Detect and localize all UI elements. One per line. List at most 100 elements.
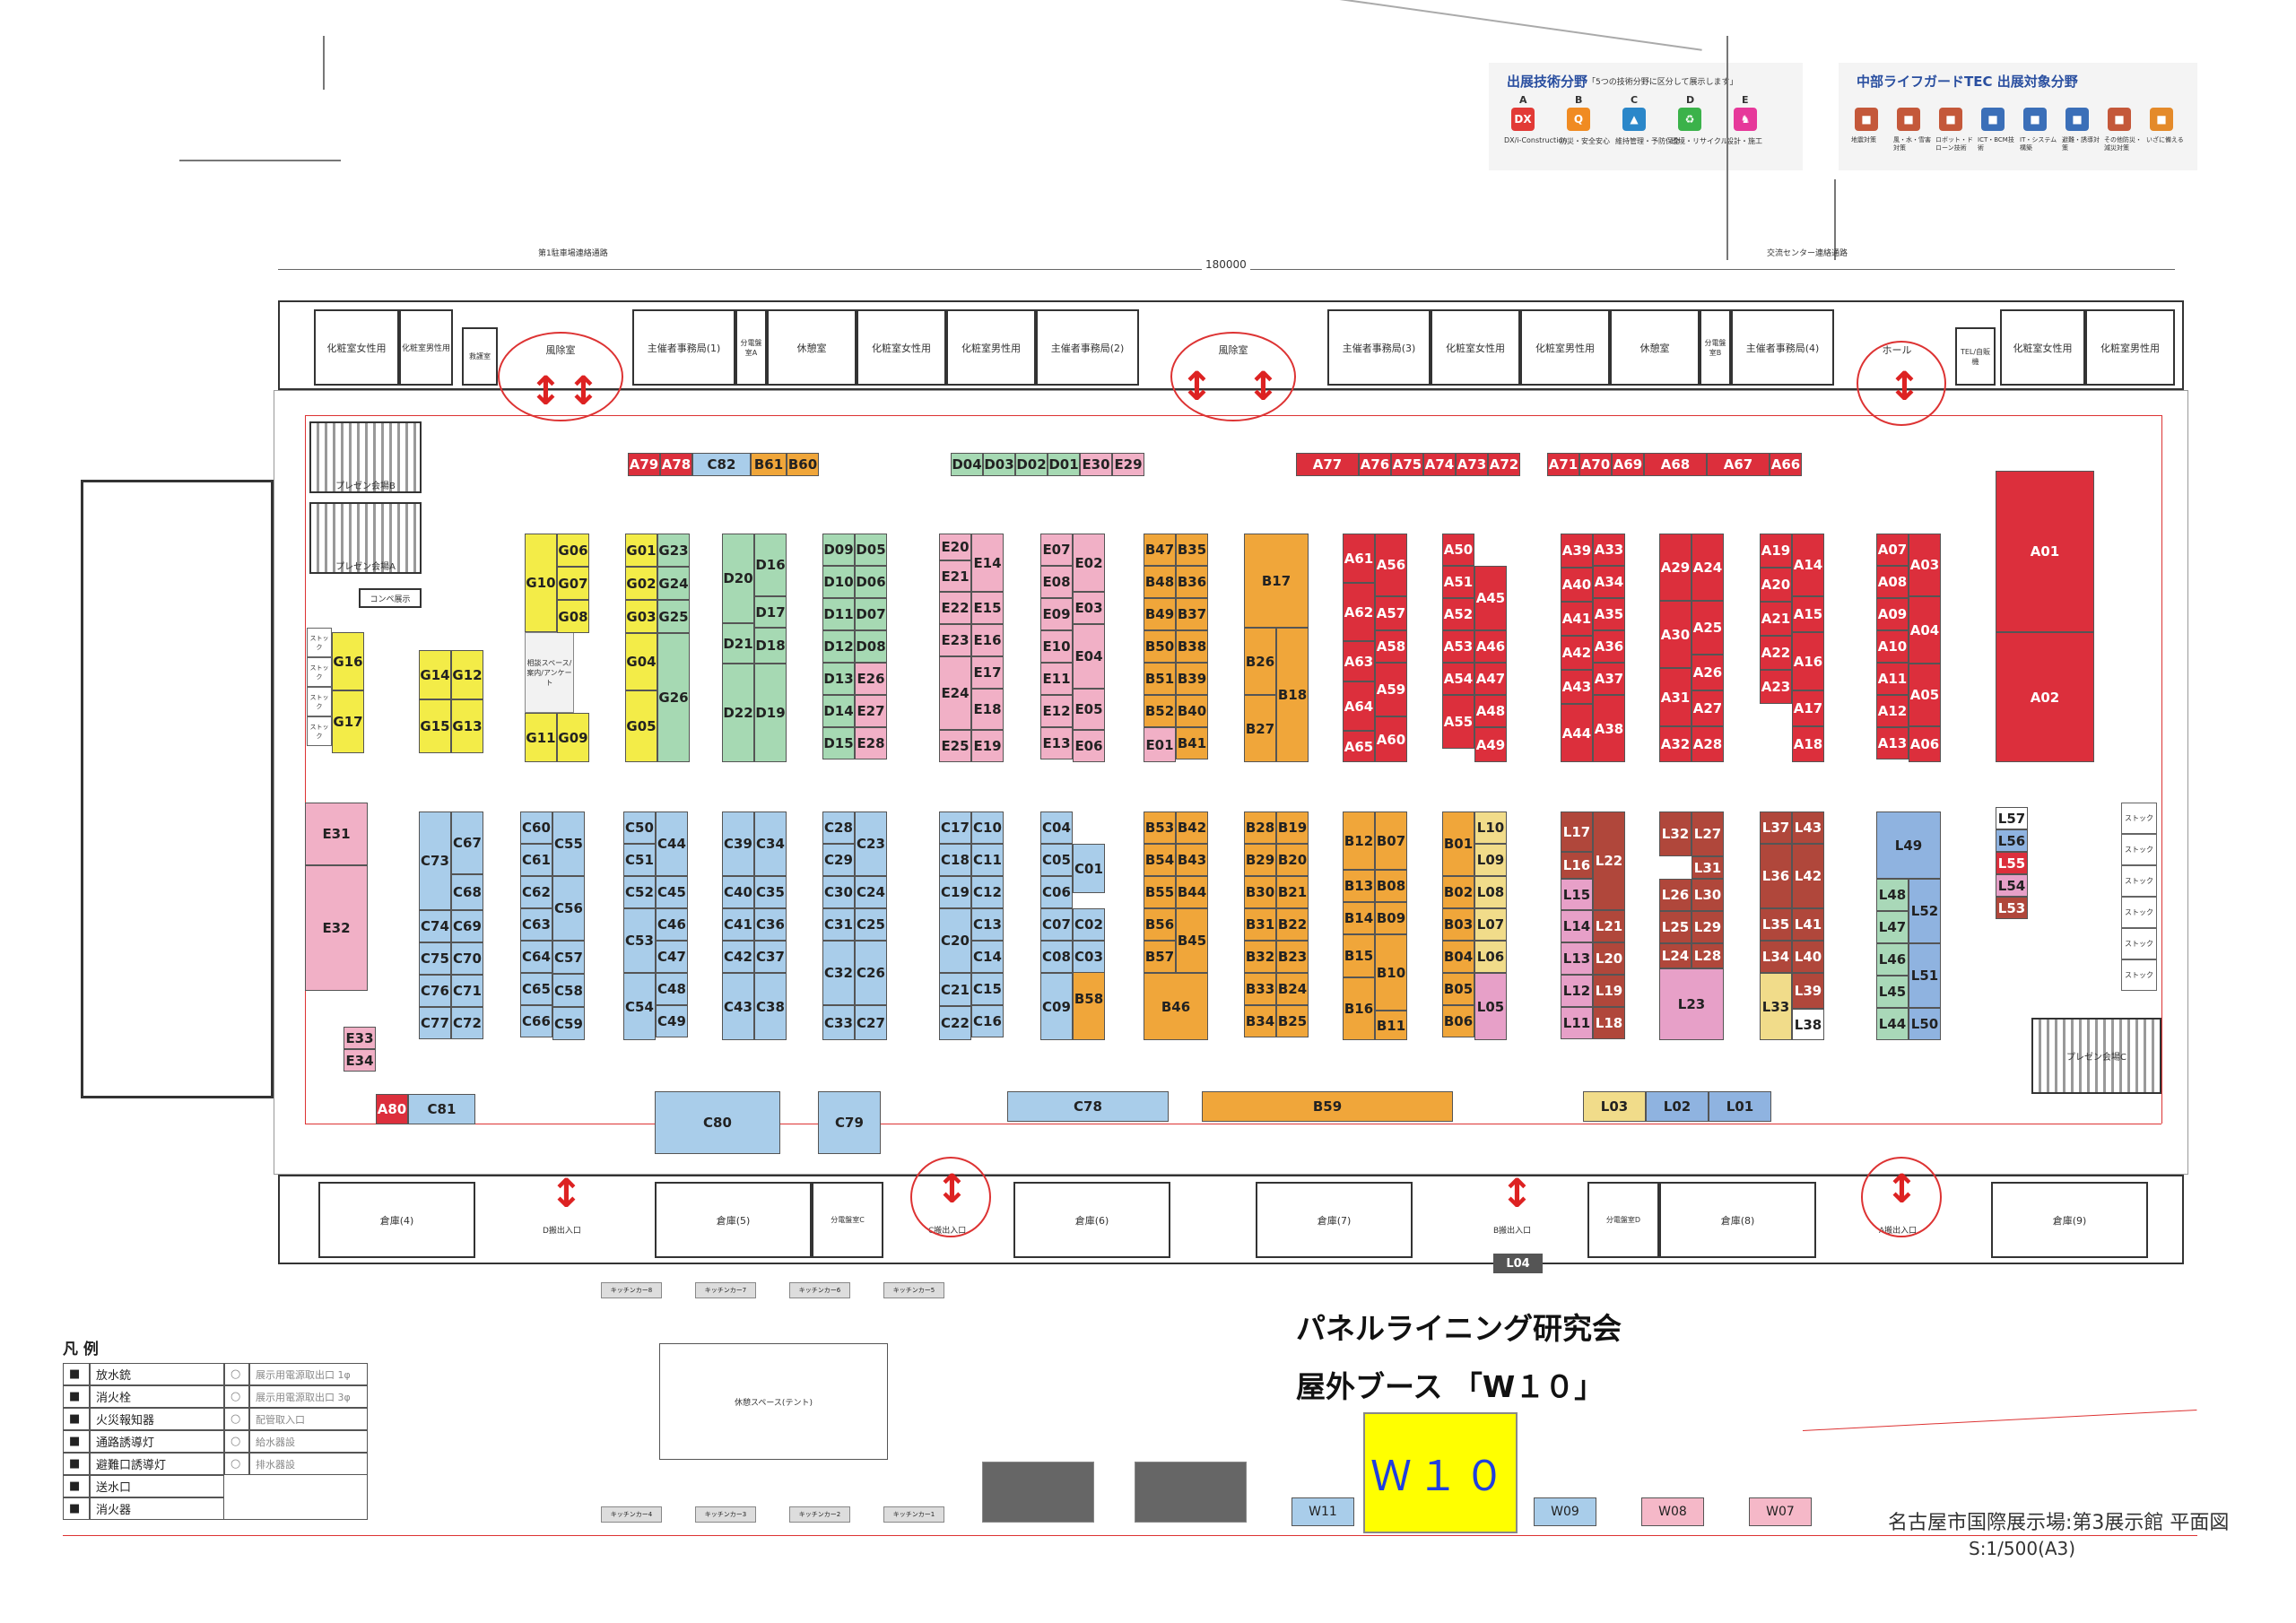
booth-E23[interactable]: E23	[939, 624, 971, 656]
booth-L45[interactable]: L45	[1876, 976, 1909, 1008]
booth-L39[interactable]: L39	[1792, 973, 1824, 1009]
booth-D22[interactable]: D22	[722, 664, 754, 762]
booth-C74[interactable]: C74	[419, 910, 451, 942]
booth-C45[interactable]: C45	[656, 876, 688, 908]
booth-A34[interactable]: A34	[1593, 566, 1625, 598]
booth-A28[interactable]: A28	[1692, 726, 1724, 762]
booth-L16[interactable]: L16	[1561, 852, 1593, 879]
booth-E03[interactable]: E03	[1073, 592, 1105, 624]
booth-L34[interactable]: L34	[1760, 941, 1792, 973]
booth-A58[interactable]: A58	[1375, 630, 1407, 663]
booth-A33[interactable]: A33	[1593, 534, 1625, 566]
booth-E20[interactable]: E20	[939, 534, 971, 560]
booth-A30[interactable]: A30	[1659, 601, 1692, 668]
booth-C49[interactable]: C49	[656, 1005, 688, 1037]
booth-B05[interactable]: B05	[1442, 973, 1474, 1005]
booth-W07[interactable]: W07	[1749, 1497, 1812, 1526]
booth-B54[interactable]: B54	[1144, 844, 1176, 876]
booth-A64[interactable]: A64	[1343, 681, 1375, 731]
booth-C25[interactable]: C25	[855, 908, 887, 941]
booth-A19[interactable]: A19	[1760, 534, 1792, 568]
booth-A44[interactable]: A44	[1561, 704, 1593, 762]
booth-A38[interactable]: A38	[1593, 695, 1625, 762]
booth-A57[interactable]: A57	[1375, 596, 1407, 630]
booth-L42[interactable]: L42	[1792, 844, 1824, 908]
booth-E30[interactable]: E30	[1080, 453, 1112, 476]
booth-C23[interactable]: C23	[855, 812, 887, 876]
booth-A21[interactable]: A21	[1760, 602, 1792, 636]
booth-D15[interactable]: D15	[822, 727, 855, 759]
booth-L12[interactable]: L12	[1561, 975, 1593, 1007]
booth-L09[interactable]: L09	[1474, 844, 1507, 876]
booth-B60[interactable]: B60	[787, 453, 819, 476]
booth-A09[interactable]: A09	[1876, 598, 1909, 630]
booth-D10[interactable]: D10	[822, 566, 855, 598]
booth-C22[interactable]: C22	[939, 1006, 971, 1040]
booth-A69[interactable]: A69	[1612, 453, 1644, 476]
booth-A61[interactable]: A61	[1343, 534, 1375, 583]
booth-D12[interactable]: D12	[822, 630, 855, 663]
booth-A56[interactable]: A56	[1375, 534, 1407, 596]
booth-D14[interactable]: D14	[822, 695, 855, 727]
booth-C03[interactable]: C03	[1073, 941, 1105, 973]
booth-A12[interactable]: A12	[1876, 695, 1909, 727]
booth-D04[interactable]: D04	[951, 453, 983, 476]
booth-B30[interactable]: B30	[1244, 876, 1276, 908]
booth-A05[interactable]: A05	[1909, 664, 1941, 726]
booth-A06[interactable]: A06	[1909, 726, 1941, 762]
booth-A49[interactable]: A49	[1474, 727, 1507, 762]
booth-B59[interactable]: B59	[1202, 1091, 1453, 1122]
booth-L05[interactable]: L05	[1474, 973, 1507, 1040]
booth-D19[interactable]: D19	[754, 664, 787, 762]
booth-L35[interactable]: L35	[1760, 908, 1792, 941]
booth-B28[interactable]: B28	[1244, 812, 1276, 844]
booth-L40[interactable]: L40	[1792, 941, 1824, 973]
booth-D11[interactable]: D11	[822, 598, 855, 630]
booth-B36[interactable]: B36	[1176, 566, 1208, 598]
booth-C01[interactable]: C01	[1073, 844, 1105, 893]
booth-A70[interactable]: A70	[1579, 453, 1612, 476]
booth-A13[interactable]: A13	[1876, 727, 1909, 759]
booth-B11[interactable]: B11	[1375, 1011, 1407, 1040]
booth-L50[interactable]: L50	[1909, 1008, 1941, 1040]
booth-B41[interactable]: B41	[1176, 727, 1208, 759]
booth-C82[interactable]: C82	[692, 453, 751, 476]
booth-C53[interactable]: C53	[623, 908, 656, 973]
booth-A68[interactable]: A68	[1644, 453, 1707, 476]
booth-A29[interactable]: A29	[1659, 534, 1692, 601]
booth-C52[interactable]: C52	[623, 876, 656, 908]
booth-A17[interactable]: A17	[1792, 690, 1824, 726]
booth-A02[interactable]: A02	[1996, 632, 2094, 762]
booth-A40[interactable]: A40	[1561, 568, 1593, 602]
booth-A60[interactable]: A60	[1375, 716, 1407, 762]
booth-B15[interactable]: B15	[1343, 934, 1375, 977]
booth-L25[interactable]: L25	[1659, 911, 1692, 943]
booth-A37[interactable]: A37	[1593, 663, 1625, 695]
booth-G17[interactable]: G17	[332, 690, 364, 753]
booth-E34[interactable]: E34	[344, 1049, 376, 1072]
kitchen-car-2[interactable]: キッチンカー2	[789, 1506, 850, 1523]
booth-D01[interactable]: D01	[1048, 453, 1080, 476]
booth-D21[interactable]: D21	[722, 623, 754, 664]
booth-B48[interactable]: B48	[1144, 566, 1176, 598]
booth-C09[interactable]: C09	[1040, 973, 1073, 1040]
booth-B43[interactable]: B43	[1176, 844, 1208, 876]
booth-G16[interactable]: G16	[332, 632, 364, 690]
booth-G26[interactable]: G26	[657, 633, 690, 762]
booth-C54[interactable]: C54	[623, 973, 656, 1040]
booth-C66[interactable]: C66	[520, 1005, 552, 1037]
booth-L10[interactable]: L10	[1474, 812, 1507, 844]
booth-C15[interactable]: C15	[971, 973, 1004, 1005]
booth-E19[interactable]: E19	[971, 730, 1004, 762]
booth-C47[interactable]: C47	[656, 941, 688, 973]
booth-C63[interactable]: C63	[520, 908, 552, 941]
booth-E25[interactable]: E25	[939, 730, 971, 762]
booth-A04[interactable]: A04	[1909, 596, 1941, 664]
booth-B33[interactable]: B33	[1244, 973, 1276, 1005]
booth-L49[interactable]: L49	[1876, 812, 1941, 879]
booth-B44[interactable]: B44	[1176, 876, 1208, 908]
booth-A79[interactable]: A79	[628, 453, 660, 476]
booth-D16[interactable]: D16	[754, 534, 787, 596]
booth-G09[interactable]: G09	[557, 713, 589, 762]
booth-L28[interactable]: L28	[1692, 943, 1724, 968]
